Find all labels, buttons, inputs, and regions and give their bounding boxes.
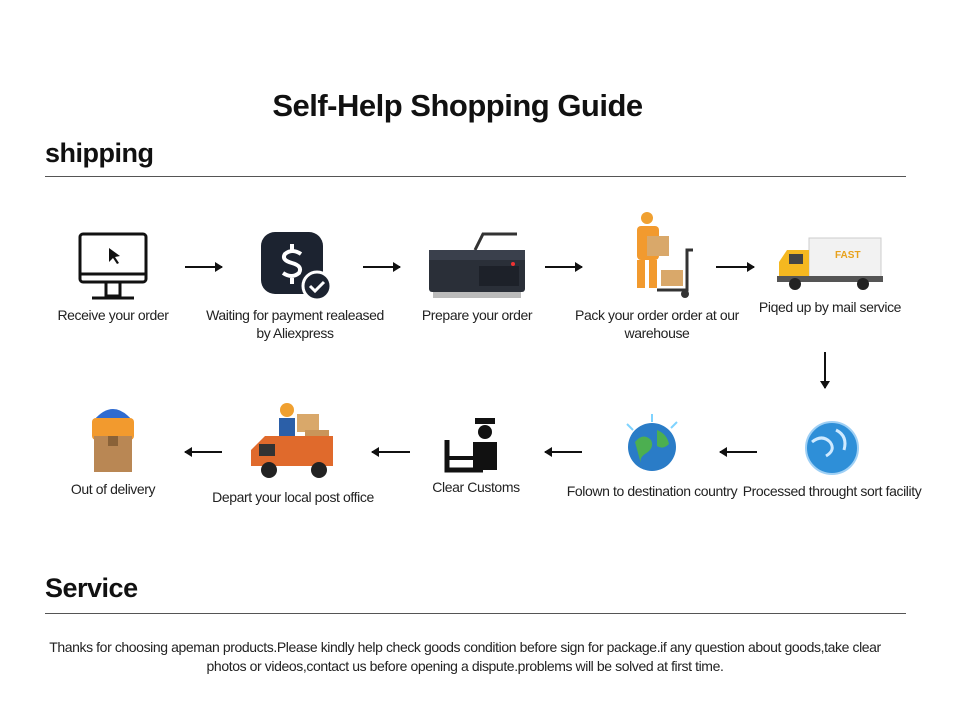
arrow-left	[184, 447, 222, 457]
step-destination-country: Folown to destination country	[562, 412, 742, 500]
printer-icon	[429, 232, 525, 298]
step-pack-order: Pack your order order at our warehouse	[567, 210, 747, 342]
arrow-right	[363, 262, 401, 272]
step-out-of-delivery: Out of delivery	[23, 402, 203, 498]
service-note: Thanks for choosing apeman products.Plea…	[49, 639, 881, 674]
customs-icon	[444, 418, 497, 473]
service-heading: Service	[45, 573, 138, 603]
step-label: Piqed up by mail service	[758, 299, 902, 315]
step-label: Processed throught sort facility	[742, 483, 922, 499]
step-picked-up: FAST Piqed up by mail service	[740, 232, 920, 316]
courier-icon	[92, 409, 134, 472]
step-receive-order: Receive your order	[23, 230, 203, 324]
arrow-right	[545, 262, 583, 272]
step-label: Out of delivery	[70, 481, 156, 497]
step-label: Waiting for payment realeased by Aliexpr…	[206, 307, 384, 341]
arrow-right	[716, 262, 755, 272]
divider	[45, 613, 906, 614]
svg-text:FAST: FAST	[835, 250, 861, 261]
arrow-left	[371, 447, 410, 457]
payment-icon	[261, 232, 333, 302]
delivery-van-icon	[251, 403, 333, 478]
arrow-left	[544, 447, 582, 457]
monitor-icon	[78, 232, 148, 300]
step-label: Pack your order order at our warehouse	[575, 307, 739, 341]
step-prepare-order: Prepare your order	[387, 230, 567, 324]
step-label: Depart your local post office	[212, 489, 374, 505]
arrow-right	[185, 262, 223, 272]
step-label: Folown to destination country	[566, 483, 738, 499]
truck-icon: FAST	[777, 237, 883, 290]
arrow-left	[719, 447, 757, 457]
divider	[45, 176, 906, 177]
earth-icon	[626, 414, 678, 471]
step-waiting-payment: Waiting for payment realeased by Aliexpr…	[205, 230, 385, 342]
page-title: Self-Help Shopping Guide	[272, 88, 643, 123]
shipping-heading: shipping	[45, 138, 154, 168]
arrow-down	[820, 352, 830, 389]
step-clear-customs: Clear Customs	[386, 418, 566, 496]
step-sort-facility: Processed throught sort facility	[742, 418, 922, 500]
step-label: Receive your order	[57, 307, 169, 323]
globe-icon	[805, 421, 859, 475]
step-label: Clear Customs	[432, 479, 520, 495]
warehouse-worker-icon	[637, 212, 693, 298]
step-depart-post-office: Depart your local post office	[203, 400, 383, 506]
step-label: Prepare your order	[421, 307, 533, 323]
